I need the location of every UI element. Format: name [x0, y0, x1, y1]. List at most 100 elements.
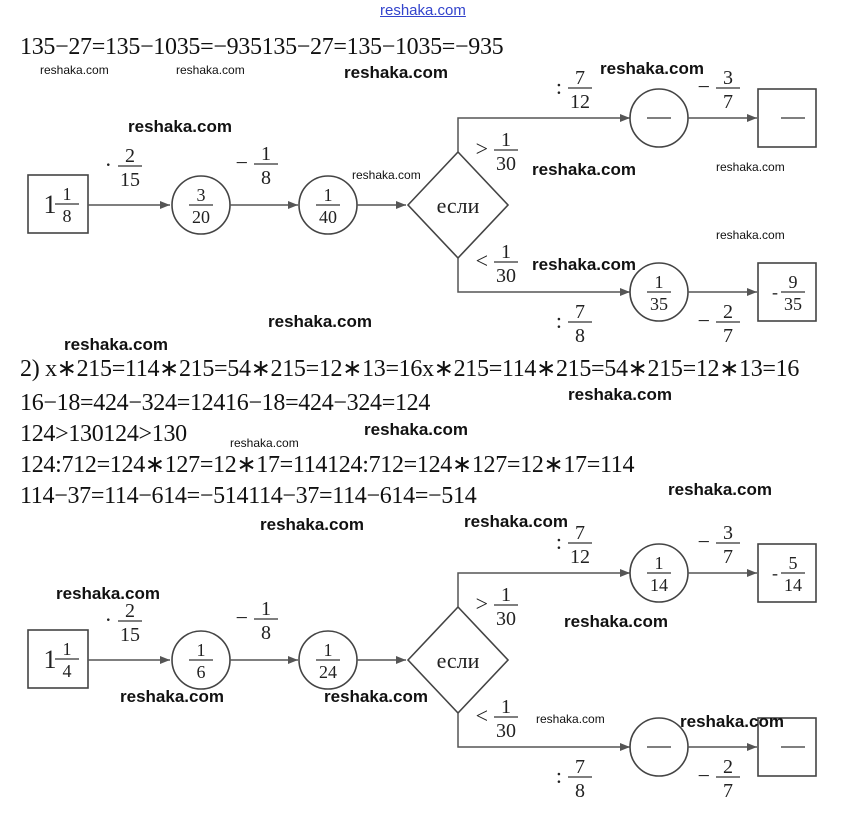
up-op-subtract-sign: − [698, 529, 710, 554]
equation-line-2: 2) x∗215=114∗215=54∗215=12∗13=16x∗215=11… [20, 356, 800, 382]
result-down-fraction-numerator: 9 [789, 272, 798, 292]
down-op-subtract-fraction: 27 [716, 756, 740, 802]
watermark-5: reshaka.com [128, 117, 232, 136]
down-op-subtract-fraction: 27 [716, 301, 740, 347]
down-op-divide-fraction-denominator: 8 [575, 780, 585, 802]
up-op-subtract-fraction-numerator: 3 [723, 522, 733, 544]
condition-less-fraction: 130 [494, 696, 518, 742]
condition-less: <130 [476, 241, 518, 287]
start-fraction-denominator: 8 [63, 206, 72, 226]
start-whole: 1 [44, 645, 57, 674]
condition-less-fraction-denominator: 30 [496, 720, 516, 742]
decision-diamond [406, 150, 510, 260]
op-multiply-sign: · [105, 152, 112, 177]
watermark-15: reshaka.com [230, 436, 299, 450]
op-subtract: −18 [236, 143, 278, 189]
decision-diamond [406, 605, 510, 715]
result-up-fraction-denominator: 14 [784, 575, 802, 595]
condition-greater-fraction: 130 [494, 584, 518, 630]
condition-greater-fraction-denominator: 30 [496, 608, 516, 630]
up-op-subtract-fraction: 37 [716, 522, 740, 568]
down-op-subtract: −27 [698, 301, 740, 347]
down-op-subtract-fraction-numerator: 2 [723, 301, 733, 323]
up-op-subtract-sign: − [698, 74, 710, 99]
branch-up-line [457, 117, 628, 152]
up-op-subtract: −37 [698, 67, 740, 113]
arrow-1-head [160, 201, 170, 209]
op-multiply-fraction-numerator: 2 [125, 145, 135, 167]
node-2-value-numerator: 1 [324, 185, 333, 205]
op-subtract-fraction: 18 [254, 598, 278, 644]
arrow-up-result-head [747, 569, 757, 577]
node-1-value-denominator: 20 [192, 207, 210, 227]
condition-less-fraction: 130 [494, 241, 518, 287]
branch-down-arrow-head [620, 743, 630, 751]
branch-up-arrow-head [620, 569, 630, 577]
watermark-16: reshaka.com [668, 480, 772, 499]
start-fraction: 18 [55, 184, 79, 226]
condition-less-fraction-numerator: 1 [501, 241, 511, 263]
branch-down-arrow-head [620, 288, 630, 296]
equation-line-3: 16−18=424−324=12416−18=424−324=124 [20, 390, 431, 416]
up-op-divide-fraction-numerator: 7 [575, 67, 585, 89]
down-op-divide-fraction-denominator: 8 [575, 325, 585, 347]
down-op-divide-sign: : [556, 763, 562, 788]
op-subtract-fraction-numerator: 1 [261, 598, 271, 620]
arrow-2-head [288, 656, 298, 664]
up-op-divide: :712 [556, 67, 592, 113]
node-1-value-numerator: 1 [197, 640, 206, 660]
node-1-value: 320 [189, 185, 213, 227]
equation-line-6: 114−37=114−614=−514114−37=114−614=−514 [20, 483, 477, 509]
result-up-sign: - [772, 563, 778, 583]
node-2-value: 124 [316, 640, 340, 682]
op-multiply-fraction: 215 [118, 145, 142, 191]
op-multiply: ·215 [105, 600, 142, 646]
watermark-7: reshaka.com [532, 160, 636, 179]
branch-down-line [457, 713, 628, 748]
branch-down-line [457, 258, 628, 293]
down-op-subtract-fraction-numerator: 2 [723, 756, 733, 778]
watermark-14: reshaka.com [364, 420, 468, 439]
op-multiply: ·215 [105, 145, 142, 191]
down-op-divide: :78 [556, 301, 592, 347]
down-op-subtract-sign: − [698, 308, 710, 333]
down-op-subtract-fraction-denominator: 7 [723, 325, 733, 347]
watermark-1: reshaka.com [40, 63, 109, 77]
result-up-fraction-numerator: 5 [789, 553, 798, 573]
decision-label: если [437, 193, 480, 218]
down-node-value-denominator: 35 [650, 294, 668, 314]
op-subtract-fraction-numerator: 1 [261, 143, 271, 165]
down-op-divide-fraction: 78 [568, 756, 592, 802]
arrow-1-head [160, 656, 170, 664]
start-fraction-numerator: 1 [63, 184, 72, 204]
op-multiply-fraction-denominator: 15 [120, 169, 140, 191]
branch-up-arrow-head [620, 114, 630, 122]
header-watermark-link[interactable]: reshaka.com [380, 2, 466, 19]
up-op-subtract-fraction-denominator: 7 [723, 91, 733, 113]
watermark-20: reshaka.com [564, 612, 668, 631]
down-op-divide-fraction: 78 [568, 301, 592, 347]
op-subtract-fraction-denominator: 8 [261, 622, 271, 644]
up-op-subtract: −37 [698, 522, 740, 568]
down-op-subtract-sign: − [698, 763, 710, 788]
watermark-11: reshaka.com [268, 312, 372, 331]
result-down-sign: - [772, 282, 778, 302]
watermark-8: reshaka.com [716, 160, 785, 174]
watermark-12: reshaka.com [64, 335, 168, 354]
down-node-value: 135 [647, 272, 671, 314]
condition-less-sign: < [476, 703, 488, 728]
arrow-3-head [396, 201, 406, 209]
up-op-divide-fraction-numerator: 7 [575, 522, 585, 544]
condition-less-fraction-numerator: 1 [501, 696, 511, 718]
op-subtract-sign: − [236, 605, 248, 630]
down-op-divide-fraction-numerator: 7 [575, 301, 585, 323]
up-op-divide-fraction-denominator: 12 [570, 546, 590, 568]
up-node-value-denominator: 14 [650, 575, 668, 595]
op-multiply-fraction-denominator: 15 [120, 624, 140, 646]
up-node-value: 114 [647, 553, 671, 595]
condition-greater-fraction-denominator: 30 [496, 153, 516, 175]
node-1-value: 16 [189, 640, 213, 682]
arrow-down-result-head [747, 288, 757, 296]
start-whole: 1 [44, 190, 57, 219]
arrow-down-result-head [747, 743, 757, 751]
